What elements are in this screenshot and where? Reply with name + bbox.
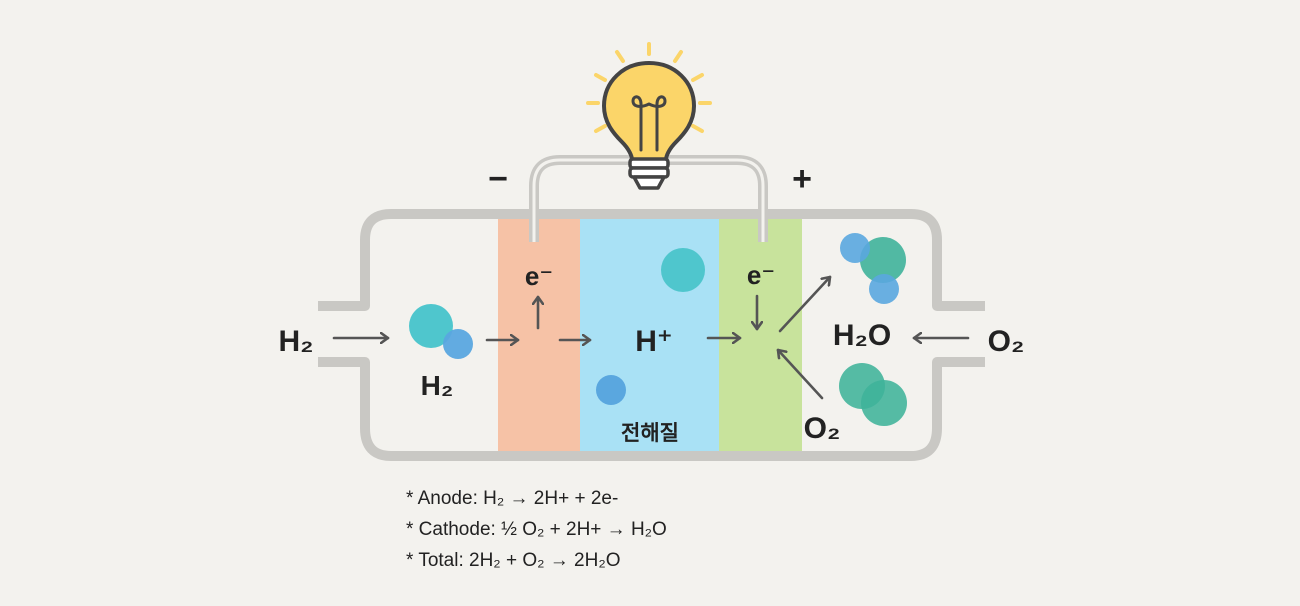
negative-terminal-sign: − <box>488 160 508 198</box>
h2-molecule-label: H₂ <box>421 370 454 401</box>
anode-electron-label: e⁻ <box>525 261 553 291</box>
water-label: H₂O <box>833 319 891 352</box>
o2-input-label: O₂ <box>988 325 1025 358</box>
cell-casing <box>318 209 985 461</box>
oxygen-molecule-icon <box>839 363 907 426</box>
proton-label: H⁺ <box>635 325 673 358</box>
water-out-arrow <box>778 275 832 333</box>
cathode-layer <box>719 217 802 453</box>
electrolyte-label: 전해질 <box>621 422 679 445</box>
cathode-electron-label: e⁻ <box>747 260 775 290</box>
proton-particle-small-icon <box>596 375 626 405</box>
total-equation: * Total: 2H₂ + O₂ → 2H₂O <box>406 550 621 571</box>
o2-in-arrow <box>776 348 824 400</box>
o2-molecule-label: O₂ <box>804 412 841 445</box>
positive-terminal-sign: + <box>792 160 812 198</box>
water-molecule-top-icon <box>840 233 906 304</box>
equation-list: * Anode: H₂ → 2H+ + 2e- * Cathode: ½ O₂ … <box>406 483 667 576</box>
anode-equation: * Anode: H₂ → 2H+ + 2e- <box>406 488 619 509</box>
anode-layer <box>498 217 580 453</box>
flow-arrows <box>332 275 970 400</box>
proton-particle-icon <box>661 248 705 292</box>
h2-input-label: H₂ <box>279 325 314 358</box>
h2-molecule-icon <box>409 304 473 359</box>
cathode-equation: * Cathode: ½ O₂ + 2H+ → H₂O <box>406 519 667 540</box>
light-bulb-icon <box>586 42 712 190</box>
